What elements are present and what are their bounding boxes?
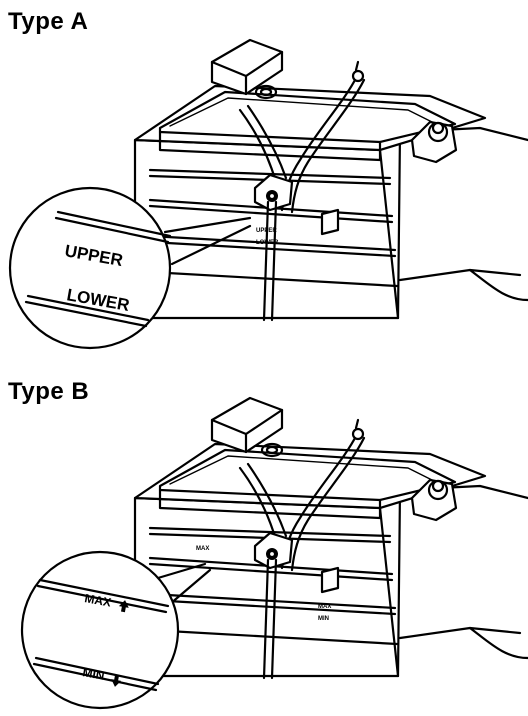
panel-type-a: Type A <box>8 8 528 350</box>
level-mark-max-small-right: MAX <box>318 604 331 610</box>
battery-illustration: MAX MAX MIN MAX MIN <box>20 396 528 710</box>
min-level-label: MIN <box>81 665 105 683</box>
level-mark-max-small: MAX <box>196 546 209 552</box>
panel-title: Type B <box>8 378 90 405</box>
panel-title: Type A <box>8 8 89 35</box>
max-level-label: MAX <box>83 591 112 609</box>
arrow-down-icon <box>111 674 122 687</box>
level-mark-upper-small: UPPER <box>256 228 277 234</box>
level-mark-lower-small: LOWER <box>256 240 279 246</box>
arrow-up-icon <box>118 600 129 613</box>
battery-illustration: UPPER LOWER UPPER LOWER <box>8 38 528 350</box>
panel-type-b: Type B <box>0 358 528 716</box>
level-mark-min-small-right: MIN <box>318 616 329 622</box>
